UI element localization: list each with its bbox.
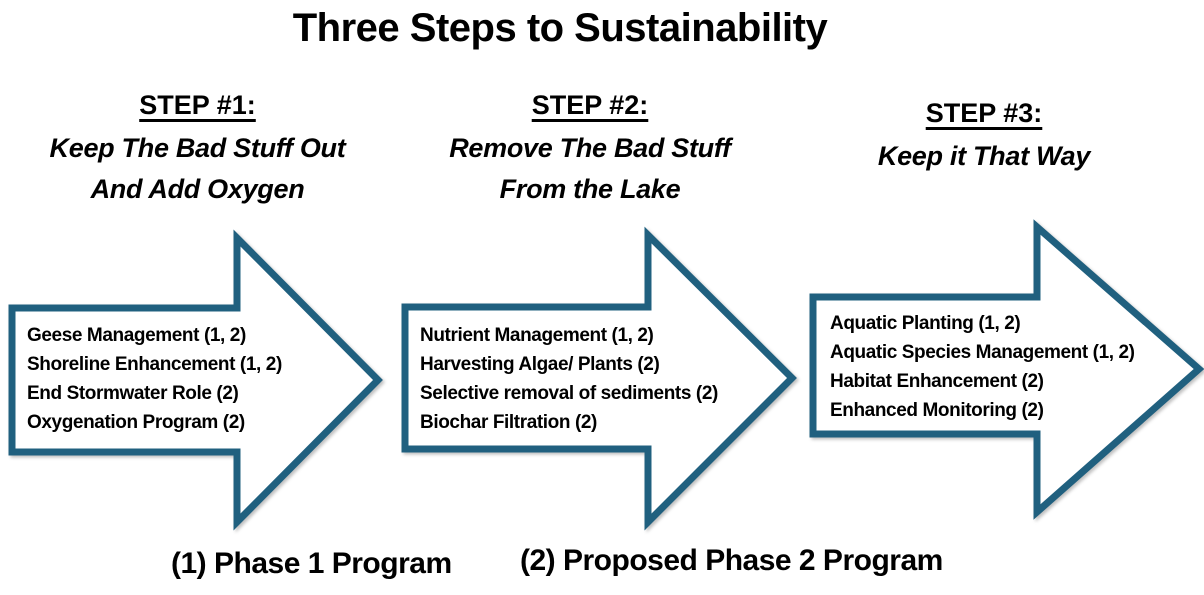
legend-phase2: (2) Proposed Phase 2 Program — [520, 544, 943, 577]
step3-item-3: Habitat Enhancement (2) — [830, 371, 1044, 392]
step2-item-3: Selective removal of sediments (2) — [420, 383, 718, 404]
step3-header: STEP #3: Keep it That Way — [800, 96, 1168, 177]
step2-header: STEP #2: Remove The Bad Stuff From the L… — [400, 88, 780, 210]
step2-arrow-items: Nutrient Management (1, 2) Harvesting Al… — [420, 321, 718, 437]
step3-label: STEP #3: — [925, 98, 1043, 128]
step3-item-2: Aquatic Species Management (1, 2) — [830, 342, 1135, 363]
step2-subtitle-line1: Remove The Bad Stuff — [449, 133, 731, 163]
step1-label: STEP #1: — [139, 90, 256, 120]
step1-item-1: Geese Management (1, 2) — [27, 325, 246, 346]
step1-item-4: Oxygenation Program (2) — [27, 412, 245, 433]
step1-item-2: Shoreline Enhancement (1, 2) — [27, 354, 282, 375]
step1-arrow-items: Geese Management (1, 2) Shoreline Enhanc… — [27, 321, 282, 437]
legend-phase1: (1) Phase 1 Program — [171, 547, 452, 580]
step1-subtitle-line2: And Add Oxygen — [90, 174, 305, 204]
step3-subtitle-line1: Keep it That Way — [877, 141, 1091, 171]
step1-right-arrow-shape — [8, 229, 383, 531]
step2-subtitle-line2: From the Lake — [499, 174, 681, 204]
step3-item-4: Enhanced Monitoring (2) — [830, 400, 1044, 421]
step3-right-arrow-shape — [809, 219, 1204, 520]
step3-arrow-items: Aquatic Planting (1, 2) Aquatic Species … — [830, 309, 1135, 425]
step2-label: STEP #2: — [531, 90, 649, 120]
step2-item-1: Nutrient Management (1, 2) — [420, 325, 654, 346]
page-title: Three Steps to Sustainability — [292, 6, 828, 50]
step1-item-3: End Stormwater Role (2) — [27, 383, 239, 404]
step2-item-4: Biochar Filtration (2) — [420, 412, 597, 433]
step2-right-arrow-shape — [401, 226, 797, 531]
step2-item-2: Harvesting Algae/ Plants (2) — [420, 354, 660, 375]
step1-header: STEP #1: Keep The Bad Stuff Out And Add … — [0, 88, 395, 210]
step3-item-1: Aquatic Planting (1, 2) — [830, 313, 1021, 334]
step1-subtitle-line1: Keep The Bad Stuff Out — [49, 133, 346, 163]
